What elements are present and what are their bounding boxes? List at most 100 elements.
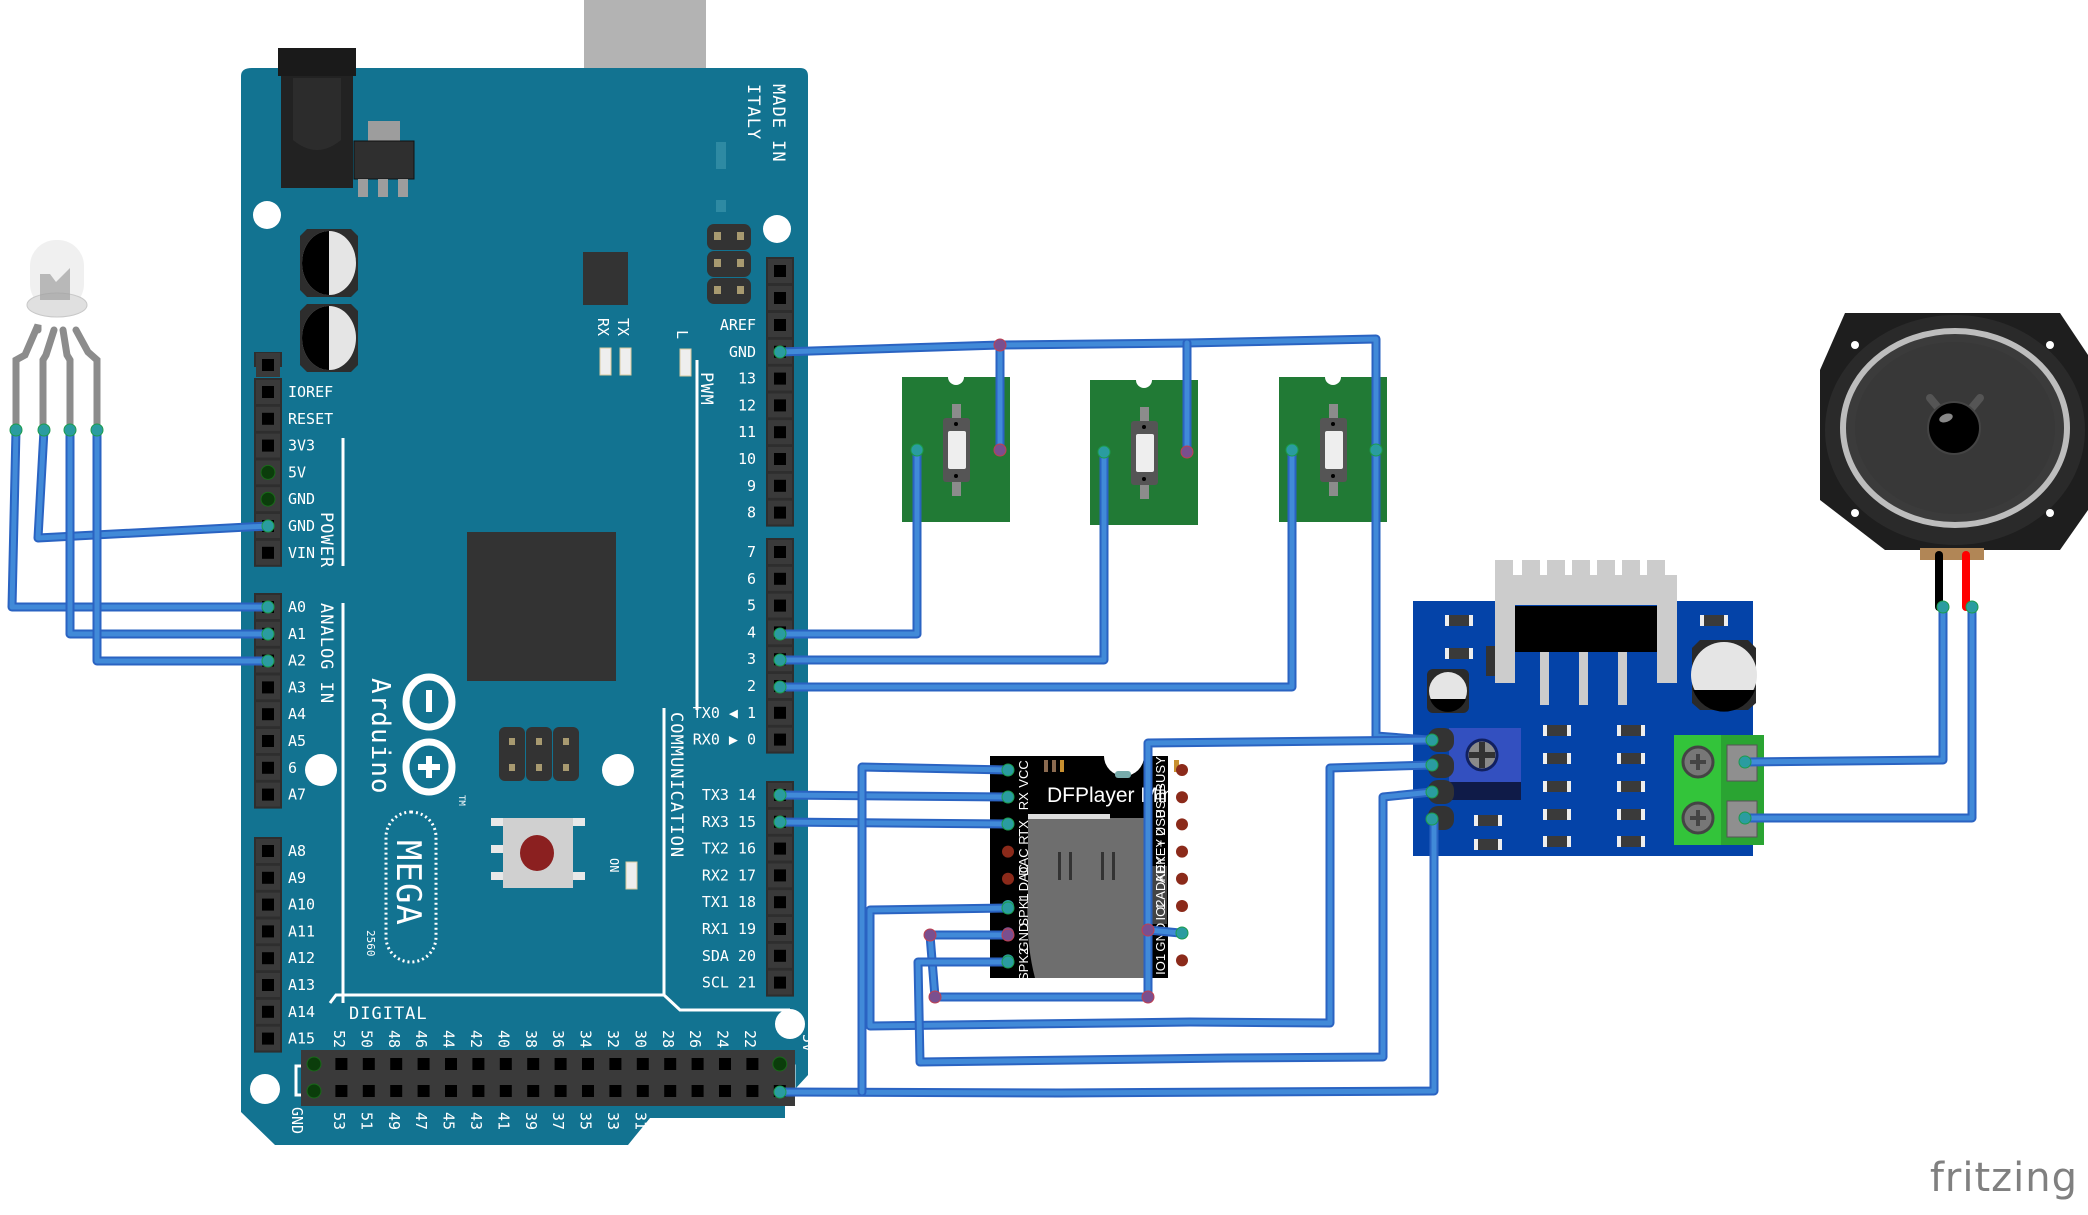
- pin-a3[interactable]: [256, 675, 280, 700]
- pin-digital-double[interactable]: [767, 1052, 792, 1076]
- wire-btn3-d2[interactable]: [775, 445, 1297, 692]
- rgb-led[interactable]: [12, 240, 101, 434]
- dfplayer-pin[interactable]: [1176, 818, 1188, 831]
- pin-digital-double[interactable]: [356, 1079, 381, 1103]
- pin-scl-21[interactable]: [768, 970, 792, 995]
- dfplayer-pin[interactable]: [1176, 900, 1188, 912]
- pin-digital-double[interactable]: [439, 1052, 463, 1076]
- wire-df-spk2-amp[interactable]: [913, 787, 1437, 1067]
- pin-digital-double[interactable]: [740, 1052, 765, 1076]
- pin-a15[interactable]: [256, 1026, 280, 1051]
- pin-rx1-19[interactable]: [768, 917, 792, 941]
- pin-10[interactable]: [768, 447, 792, 471]
- pin-a7[interactable]: [256, 782, 280, 807]
- pin-digital-double[interactable]: [713, 1052, 737, 1076]
- pin-top[interactable]: [768, 286, 792, 310]
- pin-digital-double[interactable]: [329, 1079, 354, 1103]
- pin-digital-double[interactable]: [493, 1052, 518, 1076]
- arduino-mega-board[interactable]: RX TX L MADE IN ITALY Arduino TM: [241, 0, 817, 1145]
- pin-a11[interactable]: [256, 919, 280, 944]
- pin-digital-double[interactable]: [603, 1079, 628, 1103]
- pin-digital-double[interactable]: [576, 1052, 600, 1076]
- dfplayer-pin[interactable]: [1176, 791, 1188, 804]
- pin-digital-double[interactable]: [658, 1079, 683, 1103]
- dfplayer-pin[interactable]: [1176, 764, 1188, 776]
- pin-top[interactable]: [768, 259, 792, 283]
- pin-digital-double[interactable]: [411, 1079, 436, 1103]
- pin-5[interactable]: [768, 593, 792, 618]
- pin-a4[interactable]: [256, 702, 280, 727]
- pin-8[interactable]: [768, 500, 792, 525]
- pin-rx0-0[interactable]: [768, 727, 792, 752]
- pin-aref[interactable]: [768, 313, 792, 337]
- pin-digital-double[interactable]: [521, 1079, 546, 1103]
- pin-digital-double[interactable]: [356, 1052, 381, 1076]
- pin-digital-double[interactable]: [548, 1079, 573, 1103]
- pin-a13[interactable]: [256, 973, 280, 997]
- pin-a12[interactable]: [256, 946, 280, 971]
- pin-a10[interactable]: [256, 892, 280, 917]
- pin-unused[interactable]: [256, 353, 280, 377]
- wire-led-a2[interactable]: [92, 425, 273, 666]
- pin-vin[interactable]: [256, 540, 280, 565]
- pin-digital-double[interactable]: [740, 1079, 765, 1103]
- pin-sda-20[interactable]: [768, 943, 792, 968]
- dfplayer-pin[interactable]: [1002, 845, 1014, 858]
- pin-digital-double[interactable]: [302, 1079, 326, 1103]
- reset-button[interactable]: [491, 818, 585, 888]
- pin-a14[interactable]: [256, 999, 280, 1024]
- pin-digital-double[interactable]: [576, 1079, 600, 1103]
- pin-digital-double[interactable]: [685, 1052, 710, 1076]
- wire-amp-spk-red[interactable]: [1740, 602, 1977, 823]
- pin-digital-double[interactable]: [713, 1079, 737, 1103]
- pin-digital-double[interactable]: [493, 1079, 518, 1103]
- pin-6[interactable]: [768, 566, 792, 591]
- pin-digital-double[interactable]: [630, 1052, 655, 1076]
- pin-digital-double[interactable]: [685, 1079, 710, 1103]
- wire-5v-dfvcc-2[interactable]: [857, 762, 1013, 1097]
- pin-7[interactable]: [768, 540, 792, 564]
- pin-13[interactable]: [768, 366, 792, 391]
- pin-a8[interactable]: [256, 839, 280, 863]
- pin-5v[interactable]: [256, 460, 280, 485]
- pin-9[interactable]: [768, 473, 792, 498]
- pin-digital-double[interactable]: [630, 1079, 655, 1103]
- pin-a5[interactable]: [256, 729, 280, 753]
- wire-amp-gnd-df[interactable]: [1143, 735, 1437, 935]
- dfplayer-pin[interactable]: [1002, 872, 1014, 885]
- pin-reset[interactable]: [256, 406, 280, 431]
- pin-digital-double[interactable]: [384, 1079, 409, 1103]
- pin-gnd[interactable]: [256, 487, 280, 512]
- wire-df-spk1-amp[interactable]: [865, 760, 1437, 1031]
- pin-6[interactable]: [256, 755, 280, 780]
- pin-digital-double[interactable]: [658, 1052, 683, 1076]
- wire-btn2-d3[interactable]: [775, 447, 1109, 665]
- wire-led-a0[interactable]: [7, 425, 273, 612]
- pin-digital-double[interactable]: [302, 1052, 326, 1076]
- pin-rx2-17[interactable]: [768, 863, 792, 888]
- wire-led-gnd[interactable]: [33, 425, 273, 543]
- pin-12[interactable]: [768, 393, 792, 418]
- pin-tx1-18[interactable]: [768, 890, 792, 915]
- wire-tx3-dfrx[interactable]: [775, 790, 1013, 802]
- pin-digital-double[interactable]: [329, 1052, 354, 1076]
- pin-digital-double[interactable]: [466, 1079, 491, 1103]
- dfplayer-pin[interactable]: [1176, 872, 1188, 885]
- pin-3v3[interactable]: [256, 433, 280, 458]
- pin-ioref[interactable]: [256, 380, 280, 404]
- pin-digital-double[interactable]: [521, 1052, 546, 1076]
- pin-11[interactable]: [768, 420, 792, 445]
- pin-tx2-16[interactable]: [768, 836, 792, 861]
- amplifier-module[interactable]: [1413, 560, 1764, 856]
- pin-digital-double[interactable]: [548, 1052, 573, 1076]
- dfplayer-pin[interactable]: [1176, 954, 1188, 967]
- pin-digital-double[interactable]: [603, 1052, 628, 1076]
- wire-rx3-dftx[interactable]: [775, 817, 1013, 829]
- pin-digital-double[interactable]: [411, 1052, 436, 1076]
- pin-digital-double[interactable]: [384, 1052, 409, 1076]
- pin-digital-double[interactable]: [466, 1052, 491, 1076]
- pin-tx0-1[interactable]: [768, 700, 792, 725]
- wire-led-a1[interactable]: [65, 425, 273, 639]
- speaker[interactable]: [1820, 313, 2088, 611]
